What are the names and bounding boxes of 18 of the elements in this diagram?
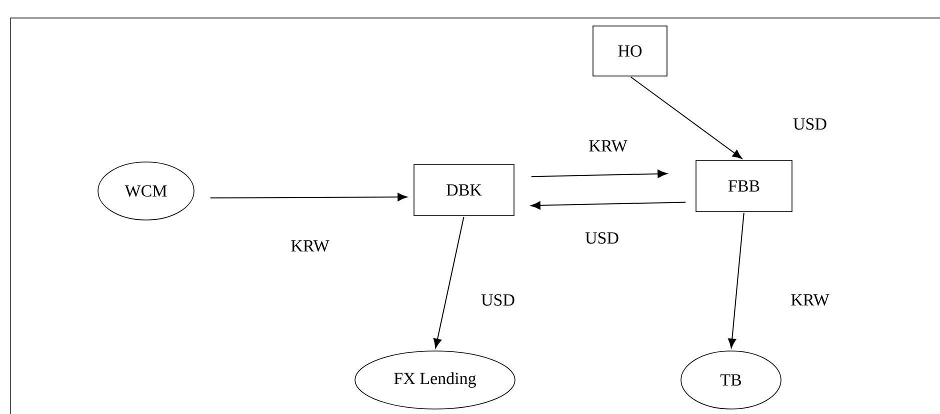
ellipse-node: TB — [680, 350, 782, 410]
ellipse-node: WCM — [98, 162, 194, 220]
edge-label: KRW — [291, 240, 330, 252]
arrow — [433, 216, 464, 348]
arrow — [210, 192, 408, 202]
arrow — [728, 212, 744, 348]
arrow — [530, 201, 686, 210]
edge-label: USD — [481, 294, 514, 306]
process-box: DBK — [414, 164, 514, 216]
process-box: FBB — [696, 160, 792, 212]
edge-label: USD — [585, 232, 618, 244]
process-box: HO — [592, 26, 668, 76]
edge-label: KRW — [791, 294, 830, 306]
arrow — [630, 76, 742, 159]
ellipse-node: FX Lending — [354, 350, 516, 410]
edge-label: USD — [793, 118, 826, 130]
edge-label: KRW — [589, 140, 628, 152]
arrow — [530, 170, 668, 178]
